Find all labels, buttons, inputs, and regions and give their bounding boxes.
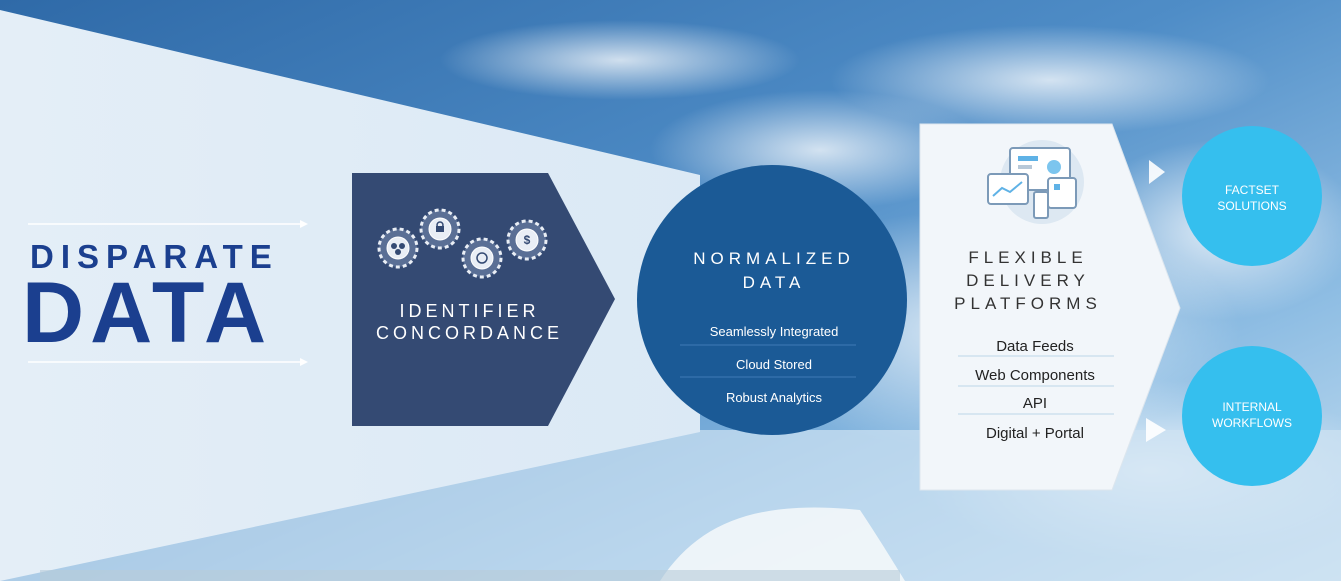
- flexible-item: Data Feeds: [996, 338, 1074, 355]
- flexible-title-1: FLEXIBLE: [968, 248, 1088, 267]
- data-title: DATA: [22, 265, 273, 361]
- flexible-item: Digital + Portal: [986, 425, 1084, 442]
- normalized-item: Cloud Stored: [736, 357, 812, 372]
- identifier-label-1: IDENTIFIER: [399, 301, 540, 321]
- factset-label-2: SOLUTIONS: [1217, 199, 1287, 213]
- disparate-title: DISPARATE: [30, 238, 279, 275]
- flexible-title-2: DELIVERY: [966, 271, 1090, 290]
- flexible-title-3: PLATFORMS: [954, 294, 1102, 313]
- normalized-title-1: NORMALIZED: [693, 249, 855, 268]
- internal-label-2: WORKFLOWS: [1212, 416, 1292, 430]
- normalized-item: Robust Analytics: [725, 390, 823, 405]
- factset-label-1: FACTSET: [1224, 183, 1279, 197]
- internal-label-1: INTERNAL: [1222, 400, 1282, 414]
- flexible-item: API: [1022, 395, 1048, 412]
- flexible-item: Web Components: [975, 367, 1095, 384]
- normalized-title-2: DATA: [742, 273, 806, 292]
- identifier-label-2: CONCORDANCE: [375, 323, 563, 343]
- normalized-item: Seamlessly Integrated: [709, 324, 839, 339]
- svg-text:$: $: [524, 233, 531, 247]
